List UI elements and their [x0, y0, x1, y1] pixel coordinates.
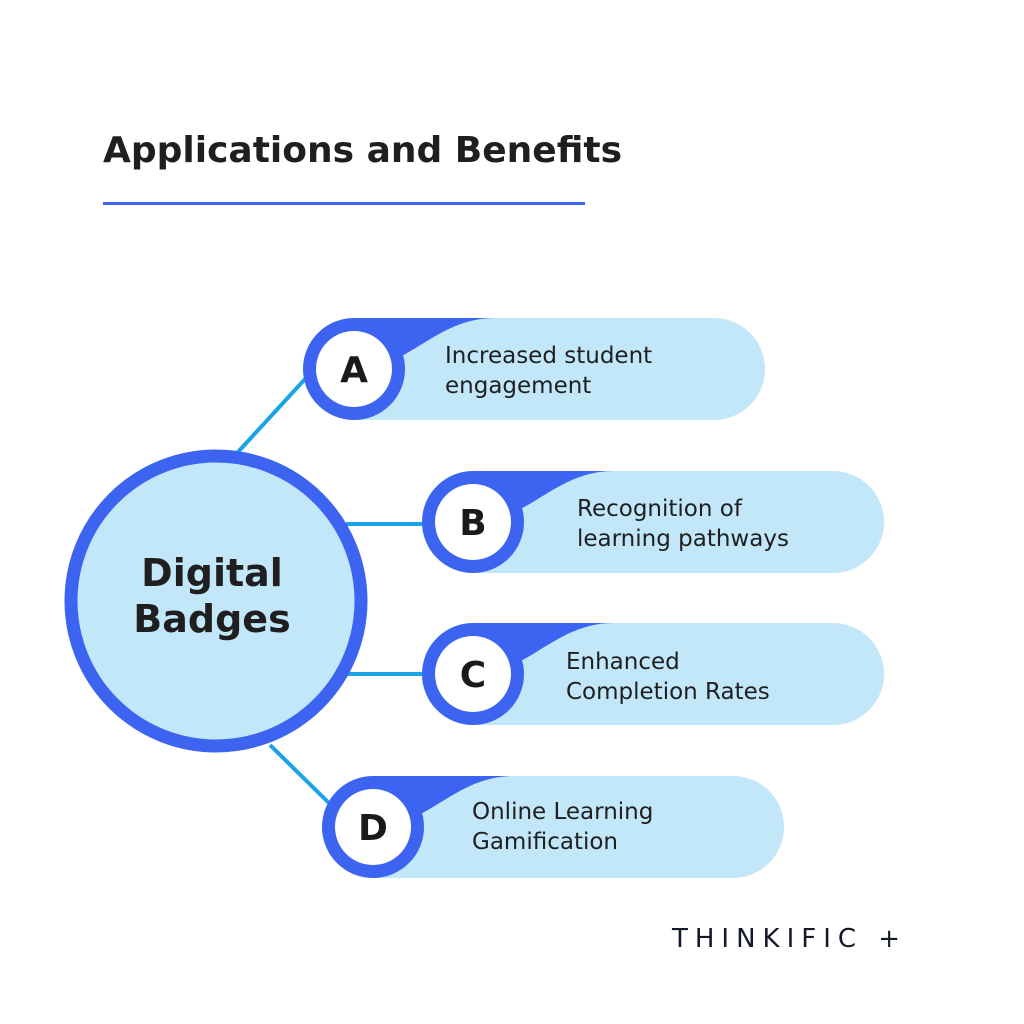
- item-d-letter: D: [358, 808, 388, 849]
- item-c-line1: Enhanced: [566, 649, 680, 675]
- item-d-badge: [335, 789, 411, 865]
- connector-a: [236, 376, 308, 454]
- center-circle: [64, 449, 368, 753]
- item-c-badge: [435, 636, 511, 712]
- item-d-line2: Gamification: [472, 829, 618, 855]
- item-a-badge: [316, 331, 392, 407]
- center-label: Digital Badges: [72, 550, 352, 642]
- thinkific-logo: THINKIFIC +: [672, 924, 908, 954]
- item-d-line1: Online Learning: [472, 799, 654, 825]
- item-a: A: [303, 318, 765, 420]
- page-title: Applications and Benefits: [103, 130, 623, 171]
- center-label-line2: Badges: [133, 597, 291, 641]
- item-c: C: [422, 623, 884, 725]
- item-b-line1: Recognition of: [577, 496, 742, 522]
- item-c-line2: Completion Rates: [566, 679, 770, 705]
- title-underline: [103, 202, 585, 205]
- connector-d: [268, 743, 334, 808]
- item-b: B: [422, 471, 884, 573]
- item-a-text: Increased student engagement: [445, 341, 652, 401]
- item-a-line2: engagement: [445, 373, 592, 399]
- item-a-line1: Increased student: [445, 343, 653, 369]
- item-c-text: Enhanced Completion Rates: [566, 647, 770, 707]
- item-b-letter: B: [459, 503, 486, 544]
- item-b-line2: learning pathways: [577, 526, 789, 552]
- item-c-letter: C: [460, 655, 486, 696]
- item-b-text: Recognition of learning pathways: [577, 494, 789, 554]
- item-d: D: [322, 776, 784, 878]
- item-a-letter: A: [340, 350, 368, 391]
- center-label-line1: Digital: [141, 551, 283, 595]
- item-d-text: Online Learning Gamification: [472, 797, 653, 857]
- item-b-badge: [435, 484, 511, 560]
